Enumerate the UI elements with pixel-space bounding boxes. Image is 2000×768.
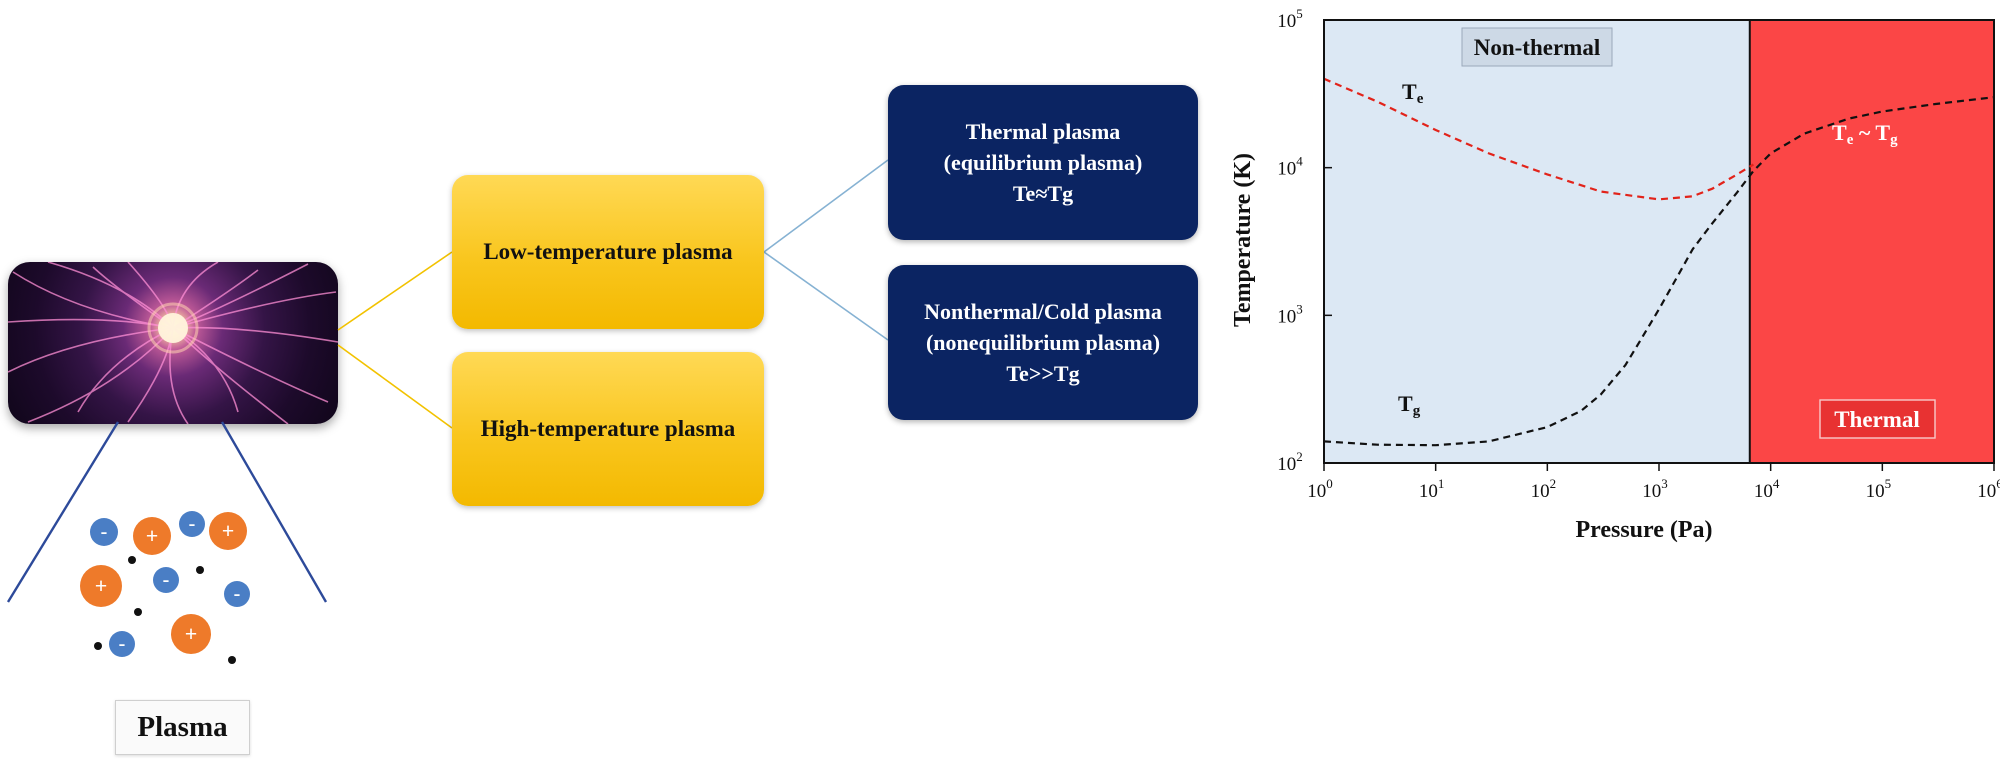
electron: [134, 608, 142, 616]
non-thermal-label: Non-thermal: [1474, 35, 1600, 60]
nonthermal-plasma-line2: (nonequilibrium plasma): [925, 329, 1161, 355]
zoom-cone-right: [220, 421, 328, 603]
tg-curve-label: Tg: [1398, 391, 1421, 419]
x-axis-label: Pressure (Pa): [1575, 517, 1712, 543]
thermal-plasma-line2: (equilibrium plasma): [943, 149, 1143, 175]
thermal-label: Thermal: [1834, 407, 1920, 432]
zoom-cone-left: [6, 421, 120, 603]
positive-ion: [209, 512, 247, 550]
nonthermal-plasma-box: Nonthermal/Cold plasma (nonequilibrium p…: [888, 265, 1198, 420]
negative-ion-symbol: -: [234, 583, 241, 605]
x-tick-label: 105: [1866, 476, 1892, 502]
electron: [128, 556, 136, 564]
thermal-label-box: [1819, 399, 1936, 439]
connector-plasma-high: [337, 344, 453, 429]
series-tg: [1323, 96, 1995, 447]
y-tick-label: 105: [1277, 6, 1303, 32]
region-non-thermal: [1324, 20, 1750, 463]
negative-ion-symbol: -: [101, 521, 108, 543]
positive-ion-symbol: +: [95, 573, 108, 598]
positive-ion: [80, 565, 122, 607]
negative-ion: [90, 518, 118, 546]
thermal-plasma-line1: Thermal plasma: [965, 118, 1121, 144]
plasma-filament: [77, 327, 174, 413]
y-axis-label: Temperature (K): [1230, 153, 1256, 327]
plasma-filaments: [8, 262, 338, 424]
thermal-plasma-box: Thermal plasma (equilibrium plasma) Te≈T…: [888, 85, 1198, 240]
te-approx-tg-label: Te ~ Tg: [1832, 120, 1898, 148]
series-te: [1323, 77, 1754, 201]
connector-low-nonthermal: [763, 251, 889, 341]
particle-group: -+-++--+-: [80, 511, 250, 664]
plasma-core-glow: [147, 302, 199, 354]
y-tick-label: 103: [1277, 301, 1303, 327]
negative-ion: [153, 567, 179, 593]
nonthermal-plasma-line3: Te>>Tg: [1006, 361, 1080, 387]
low-temperature-plasma-box: Low-temperature plasma: [452, 175, 764, 329]
x-tick-label: 101: [1419, 476, 1445, 502]
plasma-filament: [172, 326, 338, 343]
x-tick-label: 100: [1307, 476, 1333, 502]
plasma-core: [158, 313, 188, 343]
negative-ion: [109, 631, 135, 657]
x-tick-label: 103: [1642, 476, 1668, 502]
electron: [228, 656, 236, 664]
positive-ion-symbol: +: [185, 621, 198, 646]
connector-low-thermal: [763, 159, 889, 253]
plasma-label-text: Plasma: [137, 711, 228, 743]
region-thermal: [1749, 20, 1994, 463]
x-tick-label: 102: [1531, 476, 1557, 502]
positive-ion-symbol: +: [222, 518, 235, 543]
te-curve-label: Te: [1402, 79, 1424, 107]
negative-ion: [224, 581, 250, 607]
electron: [94, 642, 102, 650]
nonthermal-plasma-line1: Nonthermal/Cold plasma: [924, 298, 1162, 324]
x-tick-label: 106: [1977, 476, 2000, 502]
high-temperature-plasma-label: High-temperature plasma: [480, 416, 736, 441]
plasma-label: Plasma: [115, 700, 250, 755]
y-tick-label: 102: [1277, 449, 1303, 475]
y-tick-label: 104: [1277, 154, 1303, 180]
thermal-plasma-line3: Te≈Tg: [1012, 181, 1074, 207]
electron: [196, 566, 204, 574]
plasma-photo: [8, 262, 338, 424]
x-tick-label: 104: [1754, 476, 1780, 502]
high-temperature-plasma-box: High-temperature plasma: [452, 352, 764, 506]
low-temperature-plasma-label: Low-temperature plasma: [483, 239, 733, 264]
negative-ion-symbol: -: [163, 569, 170, 591]
positive-ion: [171, 614, 211, 654]
negative-ion-symbol: -: [189, 513, 196, 535]
non-thermal-label-box: [1461, 27, 1613, 67]
negative-ion: [179, 511, 205, 537]
negative-ion-symbol: -: [119, 633, 126, 655]
positive-ion: [133, 517, 171, 555]
positive-ion-symbol: +: [146, 523, 159, 548]
plasma-filament: [27, 327, 174, 423]
connector-plasma-low: [337, 251, 453, 331]
plasma-filament: [8, 318, 174, 329]
